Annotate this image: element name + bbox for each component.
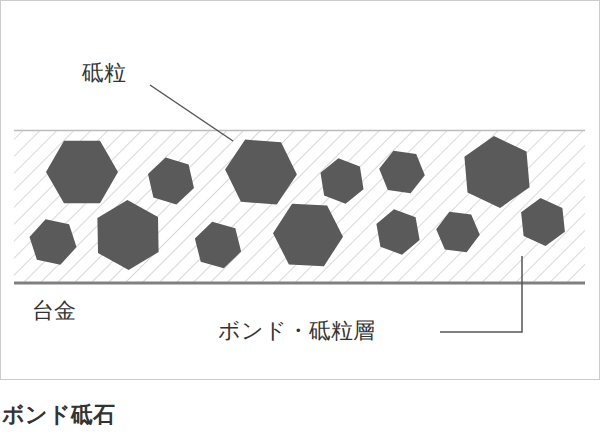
abrasive-grain [464,136,529,208]
layer-top-line [14,130,585,132]
leader-line [440,256,522,332]
caption: ボンド砥石 [0,402,117,428]
abrasive-grain [148,158,194,205]
abrasive-grain [379,151,425,194]
abrasive-grain [273,204,343,266]
base-metal-line [14,282,585,285]
leader-line [150,85,233,141]
bond-layer-label: ボンド・砥粒層 [216,318,377,344]
grain-group [30,136,565,270]
grain-label: 砥粒 [80,60,128,86]
abrasive-grain [30,219,77,265]
abrasive-grain [225,140,297,205]
abrasive-grain [436,212,480,253]
abrasive-grain [97,200,158,270]
abrasive-grain [376,209,419,254]
bond-layer [14,130,585,283]
abrasive-grain [195,222,241,269]
frame [1,1,600,380]
abrasive-grain [46,141,118,203]
base-metal-label: 台金 [30,298,78,324]
abrasive-grain [521,198,565,246]
abrasive-grain [321,158,364,203]
